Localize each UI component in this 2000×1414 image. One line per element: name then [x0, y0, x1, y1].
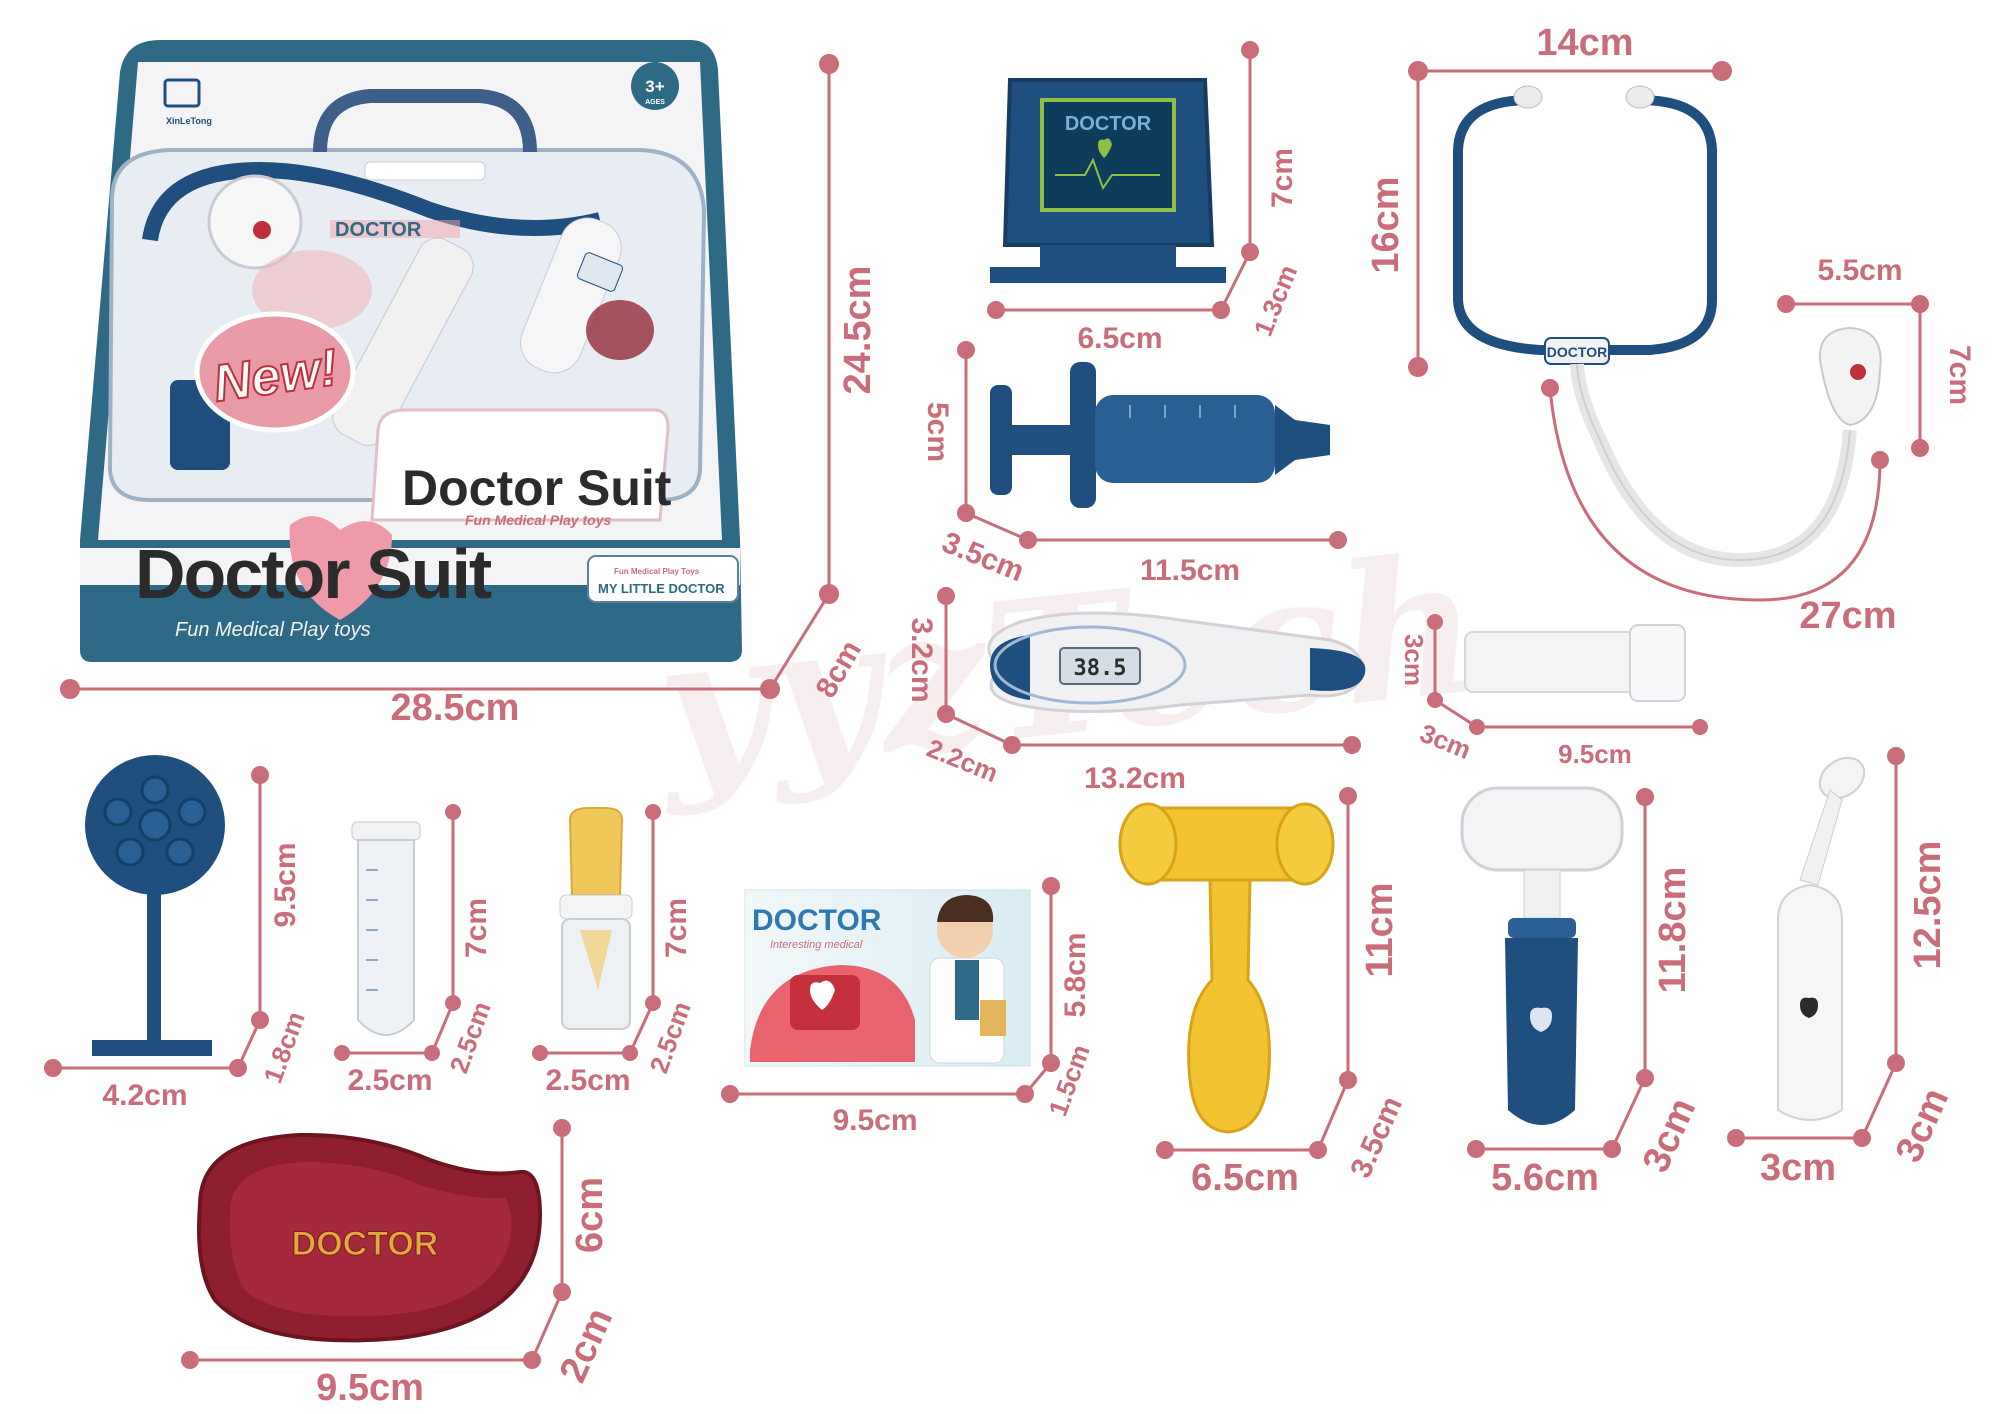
monitor-width-label: 6.5cm [1077, 322, 1162, 355]
head-mirror [85, 755, 225, 1056]
hammer-height-label: 11cm [1359, 882, 1401, 977]
dental-mirror-height-label: 12.5cm [1907, 841, 1949, 970]
inside-tray [586, 300, 654, 360]
box-height-label: 24.5cm [837, 266, 879, 395]
monitor: DOCTOR [990, 78, 1226, 283]
age-badge-text: 3+ [645, 77, 664, 96]
doctor-card: DOCTOR Interesting medical [744, 889, 1031, 1067]
inside-thermometer-screen [576, 252, 624, 292]
bottle-height-label: 7cm [660, 898, 693, 958]
card-width-label: 9.5cm [832, 1104, 917, 1137]
case-latch [364, 161, 486, 181]
inside-stethoscope-tube [142, 161, 602, 242]
stethoscope-heart-icon [1850, 364, 1866, 380]
thermometer-length-label: 13.2cm [1084, 762, 1186, 795]
tray-label: DOCTOR [292, 1225, 439, 1263]
inside-doctor-word: DOCTOR [335, 219, 422, 241]
monitor-depth-label: 1.3cm [1248, 261, 1303, 341]
mirror-height-label: 9.5cm [269, 842, 302, 927]
stethoscope: DOCTOR [1453, 85, 1882, 568]
inner-tag [370, 408, 670, 522]
dental-mirror-width-label: 3cm [1760, 1147, 1836, 1189]
test-tube-height-label: 7cm [460, 898, 493, 958]
flashlight-height-label: 3cm [1399, 634, 1429, 686]
monitor-heart-icon [1098, 138, 1112, 158]
medicine-bottle [559, 807, 633, 1030]
syringe-length-label: 11.5cm [1140, 554, 1240, 587]
box-title: Doctor Suit [135, 535, 492, 613]
little-doctor-tag [587, 555, 739, 603]
mirror-width-label: 4.2cm [102, 1079, 187, 1112]
dental-mirror [1777, 756, 1866, 1121]
reflex-hammer-width-label: 5.6cm [1491, 1157, 1599, 1199]
test-tube [351, 821, 421, 1036]
kidney-tray: DOCTOR [197, 1132, 543, 1343]
age-badge [631, 62, 679, 110]
monitor-label: DOCTOR [1065, 113, 1152, 135]
dental-mirror-depth-label: 3cm [1888, 1082, 1957, 1169]
monitor-height-label: 7cm [1266, 148, 1299, 208]
inside-card-graphic [252, 250, 372, 330]
head-mirror-dimensions: 9.5cm 4.2cm 1.8cm [44, 766, 311, 1112]
front-panel-pattern [80, 548, 740, 585]
inner-sub: Fun Medical Play toys [465, 512, 611, 528]
inside-chest-piece [207, 174, 303, 270]
dental-mirror-tooth-icon [1800, 997, 1818, 1018]
tray-dimensions: 6cm 9.5cm 2cm [181, 1119, 621, 1409]
card-heart-icon [810, 980, 835, 1010]
new-badge-text: New! [210, 339, 341, 414]
flashlight-dimensions: 3cm 9.5cm 3cm [1399, 614, 1708, 769]
stethoscope-tube-label: 27cm [1799, 595, 1896, 637]
reflex-hammer-depth-label: 3cm [1635, 1092, 1704, 1179]
thermometer-screen [1059, 647, 1141, 685]
heart-graphic-icon [289, 516, 392, 620]
box-dimensions: 28.5cm 24.5cm 8cm [60, 54, 879, 729]
tray-depth-label: 2cm [552, 1302, 621, 1389]
inside-doctor-strip [330, 220, 460, 238]
stethoscope-dimensions: 14cm 16cm 5.5cm 7cm 27cm [1365, 22, 1976, 637]
thermometer-reading: 38.5 [1074, 656, 1127, 681]
hammer-width-label: 6.5cm [1191, 1157, 1299, 1199]
box-subtitle: Fun Medical Play toys [175, 619, 371, 641]
brand-logo-icon [163, 78, 201, 108]
reflex-hammer [1460, 786, 1624, 1125]
stethoscope-label: DOCTOR [1547, 344, 1607, 360]
new-badge [194, 311, 356, 433]
case-handle [313, 89, 537, 153]
inside-flashlight [332, 237, 474, 446]
stethoscope-height-label: 16cm [1365, 176, 1407, 273]
inner-title: Doctor Suit [402, 460, 672, 516]
tray-width-label: 9.5cm [316, 1367, 424, 1409]
stethoscope-width-label: 14cm [1536, 22, 1633, 64]
reflex-hammer-height-label: 11.8cm [1652, 867, 1694, 994]
card-title: DOCTOR [752, 904, 882, 937]
card-height-label: 5.8cm [1059, 932, 1092, 1017]
toy-hammer [1118, 802, 1335, 1134]
heart-icon [253, 221, 271, 239]
stethoscope-chest-width-label: 5.5cm [1817, 254, 1902, 287]
flashlight [1464, 624, 1686, 702]
brand-name: XinLeTong [166, 116, 212, 126]
test-tube-dimensions: 7cm 2.5cm 2.5cm [334, 804, 497, 1097]
package-box: XinLeTong 3+ AGES DOCTOR New! Doctor Sui… [80, 40, 742, 662]
box-width-label: 28.5cm [391, 687, 520, 729]
little-doctor-sub: Fun Medical Play Toys [614, 567, 700, 576]
tray-height-label: 6cm [569, 1177, 611, 1253]
reflex-hammer-tooth-icon [1530, 1007, 1552, 1032]
hammer-depth-label: 3.5cm [1344, 1092, 1409, 1183]
test-tube-width-label: 2.5cm [347, 1064, 432, 1097]
thermometer-height-label: 3.2cm [905, 617, 938, 702]
little-doctor-text: MY LITTLE DOCTOR [598, 581, 725, 596]
thermometer: 38.5 [987, 611, 1366, 713]
card-subtitle: Interesting medical [770, 939, 863, 951]
age-badge-sub: AGES [645, 99, 665, 106]
bottle-width-label: 2.5cm [545, 1064, 630, 1097]
stethoscope-chest-height-label: 7cm [1943, 345, 1976, 405]
flashlight-length-label: 9.5cm [1558, 739, 1632, 769]
syringe-height-label: 5cm [921, 402, 954, 462]
syringe [990, 362, 1330, 508]
